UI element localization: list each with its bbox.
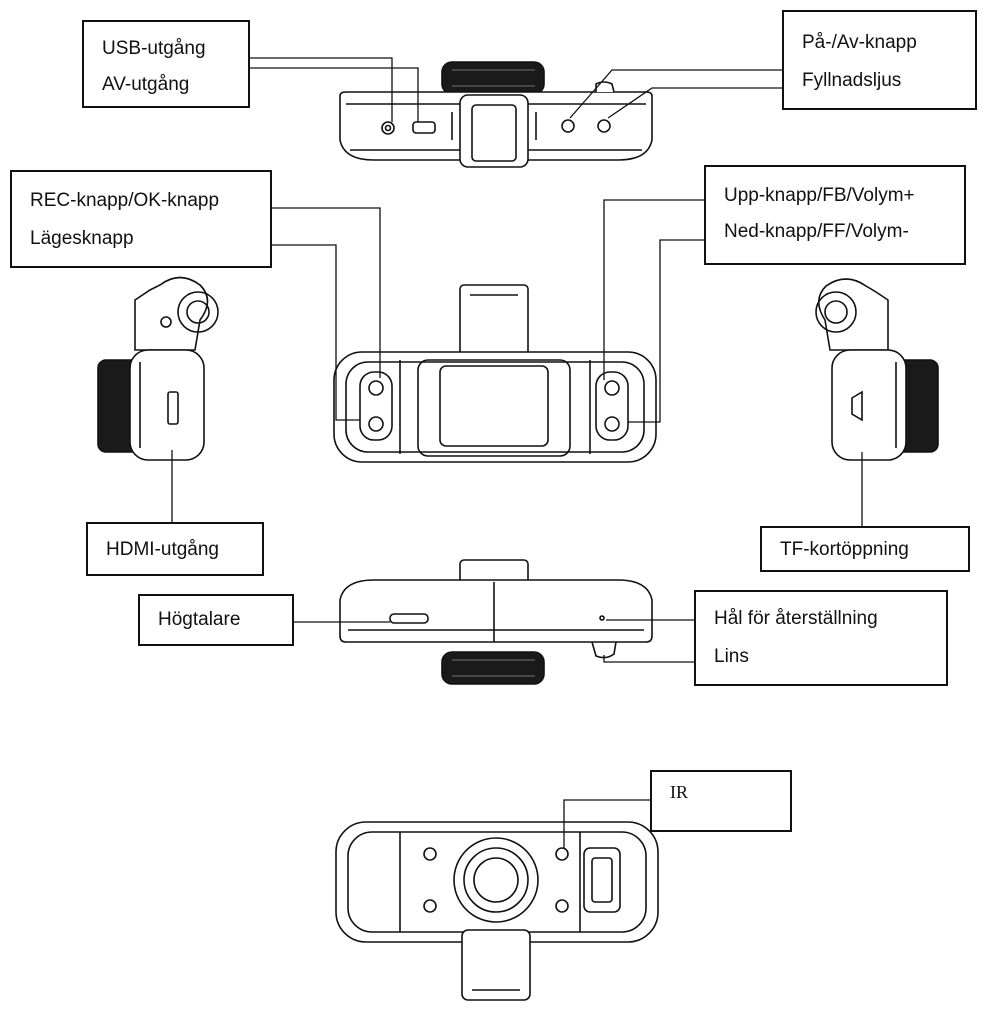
label-box-tf: TF-kortöppning [760, 526, 970, 572]
label-speaker: Högtalare [158, 609, 241, 630]
camera-left-side-view [97, 276, 219, 461]
label-lens: Lins [714, 646, 749, 667]
camera-front-view [333, 284, 657, 463]
callout-lines [171, 57, 863, 848]
label-ir: IR [670, 782, 688, 802]
label-box-ir: IR [650, 770, 792, 832]
label-box-usb-av: USB-utgång AV-utgång [82, 20, 250, 108]
camera-rear-view [335, 821, 659, 1001]
label-usb-out: USB-utgång [102, 38, 206, 59]
label-box-rec-mode: REC-knapp/OK-knapp Lägesknapp [10, 170, 272, 268]
label-av-out: AV-utgång [102, 74, 190, 95]
label-rec-ok-button: REC-knapp/OK-knapp [30, 190, 220, 211]
label-up-button: Upp-knapp/FB/Volym+ [724, 185, 915, 206]
label-box-reset-lens: Hål för återställning Lins [694, 590, 948, 686]
camera-right-side-view [815, 278, 939, 461]
label-box-power-light: På-/Av-knapp Fyllnadsljus [782, 10, 977, 110]
label-box-up-down: Upp-knapp/FB/Volym+ Ned-knapp/FF/Volym- [704, 165, 966, 265]
label-box-speaker: Högtalare [138, 594, 294, 646]
label-down-button: Ned-knapp/FF/Volym- [724, 221, 909, 242]
camera-bottom-view [339, 559, 653, 685]
label-box-hdmi: HDMI-utgång [86, 522, 264, 576]
label-fill-light: Fyllnadsljus [802, 70, 902, 91]
label-reset-hole: Hål för återställning [714, 608, 878, 629]
label-hdmi-out: HDMI-utgång [106, 539, 219, 560]
label-power-button: På-/Av-knapp [802, 32, 917, 53]
label-mode-button: Lägesknapp [30, 228, 134, 249]
label-tf-slot: TF-kortöppning [780, 539, 909, 560]
